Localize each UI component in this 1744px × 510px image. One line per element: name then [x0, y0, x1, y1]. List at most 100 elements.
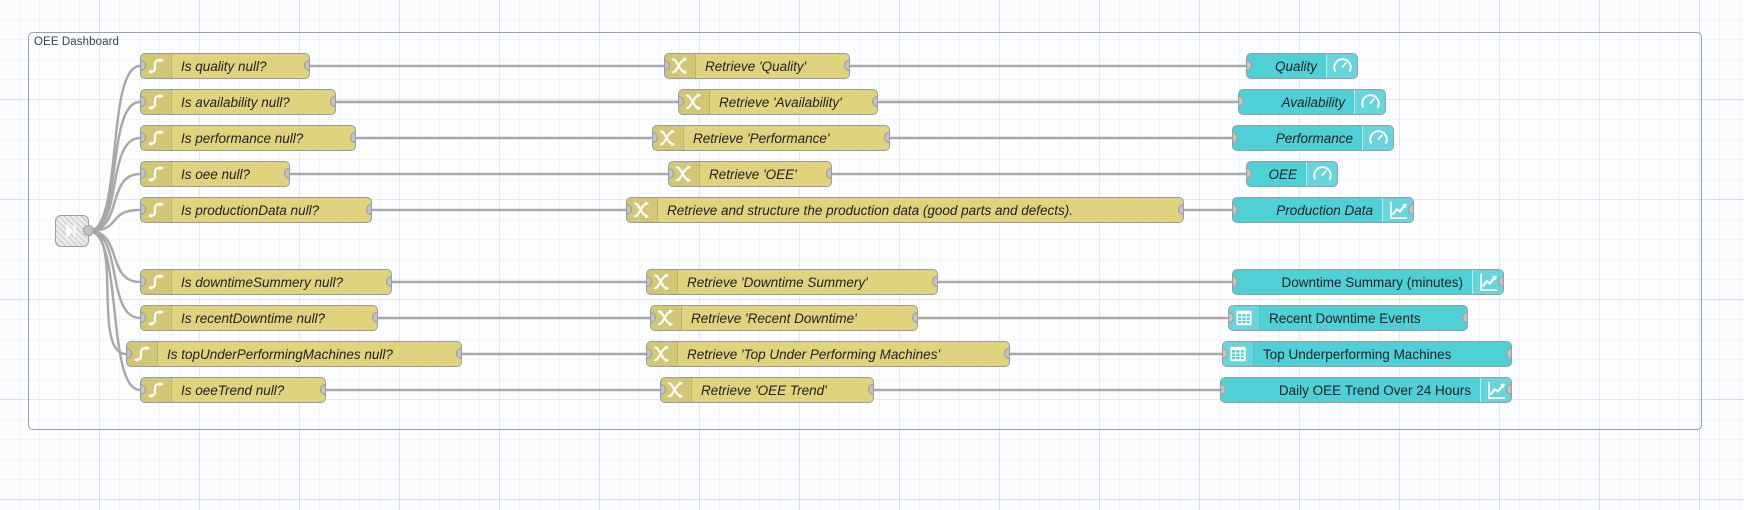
node-label: Recent Downtime Events: [1269, 310, 1421, 326]
change-node[interactable]: Retrieve 'Downtime Summery': [646, 269, 938, 295]
node-label: Retrieve 'Recent Downtime': [691, 310, 857, 326]
node-icon-slot: [647, 342, 678, 366]
output-port[interactable]: [1506, 384, 1511, 395]
output-port[interactable]: [366, 204, 371, 215]
output-port[interactable]: [844, 60, 849, 71]
dashboard-node[interactable]: Downtime Summary (minutes): [1232, 269, 1504, 295]
node-icon-slot: [665, 54, 696, 78]
output-port[interactable]: [868, 384, 873, 395]
node-icon-slot: [1223, 342, 1254, 366]
change-node[interactable]: Retrieve 'Top Under Performing Machines': [646, 341, 1010, 367]
inject-node[interactable]: [55, 215, 94, 247]
node-label: Top Underperforming Machines: [1263, 346, 1452, 362]
node-label: Performance: [1275, 130, 1353, 146]
node-icon-slot: [661, 378, 692, 402]
output-port[interactable]: [884, 132, 889, 143]
node-label: Retrieve 'Performance': [693, 130, 830, 146]
node-label: Quality: [1274, 58, 1317, 74]
change-icon: [670, 56, 690, 76]
node-icon-slot: [653, 126, 684, 150]
switch-node[interactable]: Is recentDowntime null?: [140, 305, 378, 331]
node-icon-slot: [1472, 270, 1503, 294]
chart-line-icon: [1478, 272, 1499, 293]
node-icon-slot: [1382, 198, 1413, 222]
output-port[interactable]: [320, 384, 325, 395]
output-port[interactable]: [872, 96, 877, 107]
node-icon-slot: [141, 126, 172, 150]
dashboard-node[interactable]: Daily OEE Trend Over 24 Hours: [1220, 377, 1512, 403]
change-node[interactable]: Retrieve 'Quality': [664, 53, 850, 79]
output-port[interactable]: [1506, 348, 1511, 359]
output-port[interactable]: [1462, 312, 1467, 323]
change-icon: [656, 308, 676, 328]
node-icon-slot: [141, 54, 172, 78]
node-icon-slot: [1480, 378, 1511, 402]
change-icon: [658, 128, 678, 148]
output-port[interactable]: [1498, 276, 1503, 287]
node-label: OEE: [1268, 166, 1297, 182]
switch-node[interactable]: Is productionData null?: [140, 197, 372, 223]
switch-node[interactable]: Is oeeTrend null?: [140, 377, 326, 403]
node-icon-slot: [141, 306, 172, 330]
chart-line-icon: [1486, 380, 1507, 401]
output-port[interactable]: [330, 96, 335, 107]
node-label: Is topUnderPerformingMachines null?: [167, 346, 393, 362]
change-icon: [652, 272, 672, 292]
switch-icon: [146, 308, 166, 328]
node-label: Retrieve and structure the production da…: [667, 202, 1073, 218]
node-icon-slot: [1354, 90, 1385, 114]
change-node[interactable]: Retrieve 'OEE': [668, 161, 832, 187]
node-label: Daily OEE Trend Over 24 Hours: [1278, 382, 1471, 398]
output-port[interactable]: [284, 168, 289, 179]
node-icon-slot: [669, 162, 700, 186]
dashboard-node[interactable]: Performance: [1232, 125, 1394, 151]
node-icon-slot: [141, 378, 172, 402]
node-icon-slot: [141, 198, 172, 222]
change-node[interactable]: Retrieve 'Performance': [652, 125, 890, 151]
node-icon-slot: [679, 90, 710, 114]
node-label: Production Data: [1276, 202, 1373, 218]
switch-node[interactable]: Is downtimeSummery null?: [140, 269, 392, 295]
node-icon-slot: [1362, 126, 1393, 150]
switch-node[interactable]: Is oee null?: [140, 161, 290, 187]
output-port[interactable]: [826, 168, 831, 179]
output-port[interactable]: [1408, 204, 1413, 215]
node-label: Is quality null?: [181, 58, 267, 74]
dashboard-node[interactable]: Top Underperforming Machines: [1222, 341, 1512, 367]
switch-node[interactable]: Is quality null?: [140, 53, 310, 79]
node-label: Retrieve 'Top Under Performing Machines': [687, 346, 941, 362]
output-port[interactable]: [83, 225, 94, 236]
switch-node[interactable]: Is performance null?: [140, 125, 356, 151]
output-port[interactable]: [1178, 204, 1183, 215]
output-port[interactable]: [372, 312, 377, 323]
node-icon-slot: [141, 162, 172, 186]
change-node[interactable]: Retrieve 'OEE Trend': [660, 377, 874, 403]
switch-node[interactable]: Is availability null?: [140, 89, 336, 115]
output-port[interactable]: [304, 60, 309, 71]
output-port[interactable]: [1004, 348, 1009, 359]
node-icon-slot: [127, 342, 158, 366]
dashboard-node[interactable]: Production Data: [1232, 197, 1414, 223]
dashboard-node[interactable]: Availability: [1238, 89, 1386, 115]
output-port[interactable]: [386, 276, 391, 287]
change-node[interactable]: Retrieve and structure the production da…: [626, 197, 1184, 223]
node-label: Retrieve 'Availability': [719, 94, 842, 110]
change-node[interactable]: Retrieve 'Recent Downtime': [650, 305, 918, 331]
output-port[interactable]: [350, 132, 355, 143]
switch-icon: [146, 56, 166, 76]
output-port[interactable]: [456, 348, 461, 359]
dashboard-node[interactable]: OEE: [1246, 161, 1338, 187]
gauge-icon: [1332, 56, 1353, 77]
output-port[interactable]: [932, 276, 937, 287]
node-label: Is oeeTrend null?: [181, 382, 285, 398]
switch-node[interactable]: Is topUnderPerformingMachines null?: [126, 341, 462, 367]
change-node[interactable]: Retrieve 'Availability': [678, 89, 878, 115]
dashboard-node[interactable]: Quality: [1246, 53, 1358, 79]
node-icon-slot: [1229, 306, 1260, 330]
output-port[interactable]: [912, 312, 917, 323]
switch-icon: [146, 164, 166, 184]
dashboard-node[interactable]: Recent Downtime Events: [1228, 305, 1468, 331]
node-icon-slot: [1306, 162, 1337, 186]
change-icon: [632, 200, 652, 220]
